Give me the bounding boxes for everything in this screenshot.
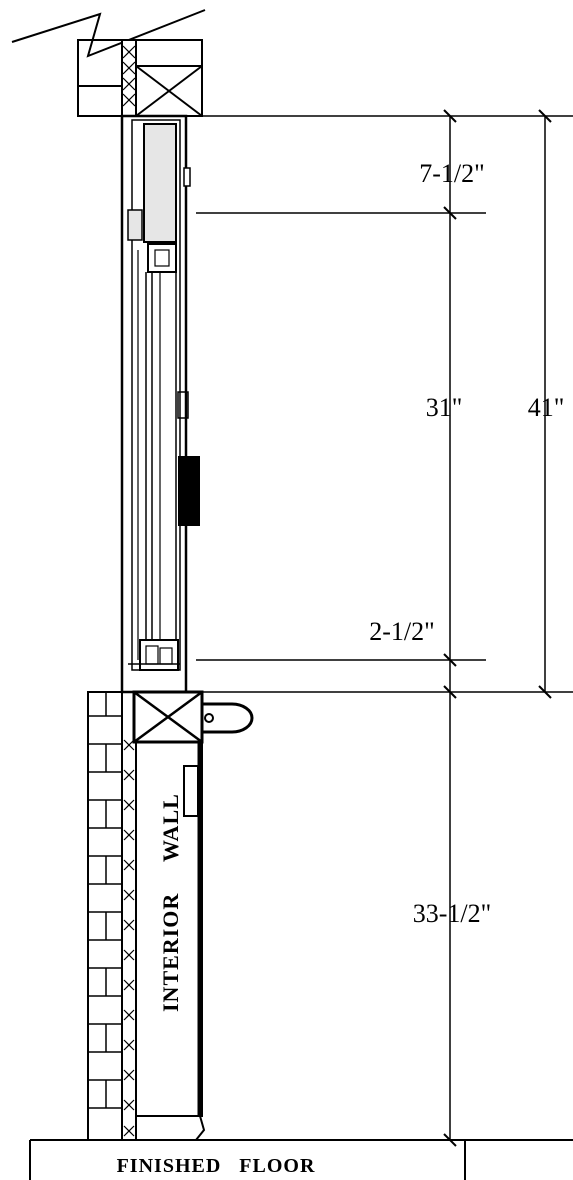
floor-label: FINISHED FLOOR <box>117 1155 316 1177</box>
extension-lines <box>196 115 573 693</box>
ceiling-framing <box>11 9 206 117</box>
window-frame <box>120 114 191 694</box>
lower-sheathing-hatch <box>123 739 135 1137</box>
brick-courses <box>88 692 122 1109</box>
wall-label-interior: INTERIOR <box>158 893 183 1012</box>
dimension-ticks <box>443 109 552 1147</box>
dimension-lines <box>449 116 546 1140</box>
dim-sill-height: 33-1/2" <box>413 899 492 928</box>
dim-window-height: 31" <box>426 393 463 422</box>
wall-label-wall: WALL <box>158 793 183 862</box>
upper-sheathing-hatch <box>122 45 136 107</box>
window-handle <box>178 456 200 526</box>
dim-top-valance: 7-1/2" <box>419 159 485 188</box>
dim-overall-height: 41" <box>528 393 565 422</box>
finished-floor <box>29 1139 573 1180</box>
dim-bottom-rail: 2-1/2" <box>369 617 435 646</box>
